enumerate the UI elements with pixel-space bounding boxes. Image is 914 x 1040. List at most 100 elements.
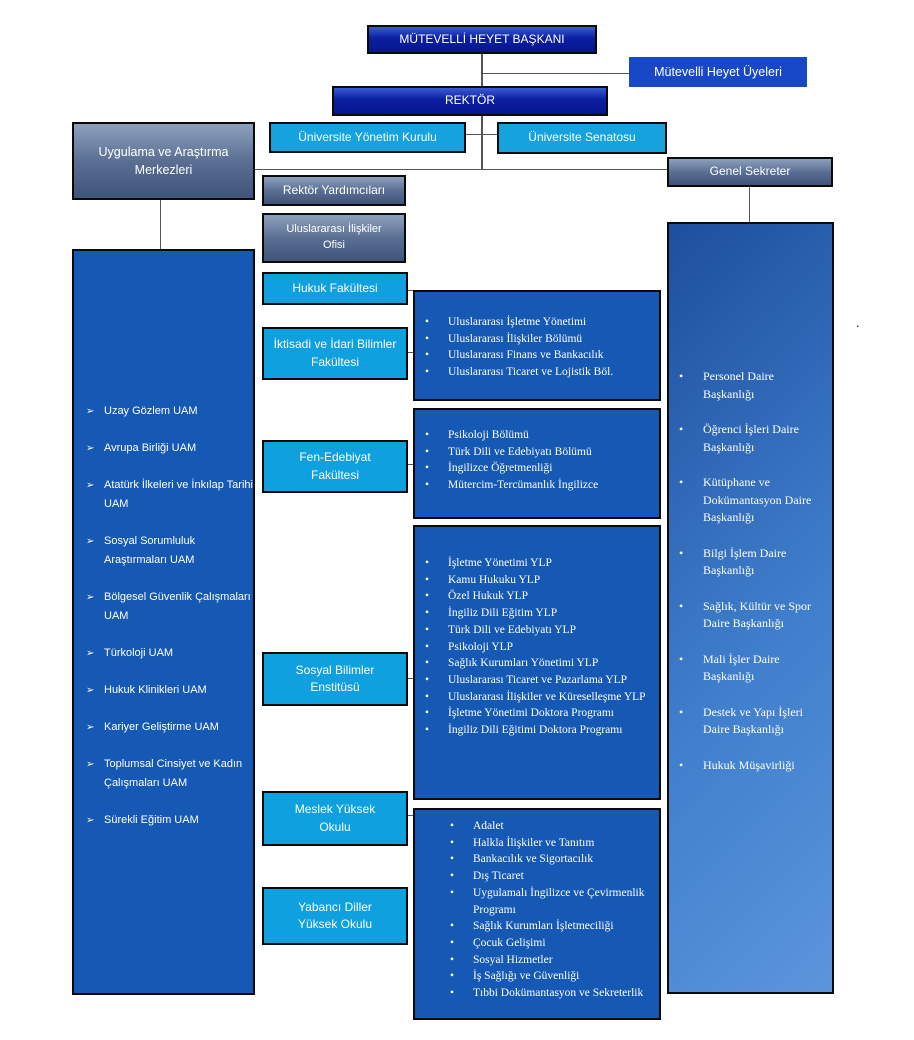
list-item: Halkla İlişkiler ve Tanıtım bbox=[440, 835, 645, 852]
vocational-school-label: Meslek Yüksek Okulu bbox=[294, 802, 376, 834]
list-item: Sosyal Sorumluluk Araştırmaları UAM bbox=[74, 532, 253, 570]
connector-line bbox=[483, 73, 631, 74]
list-item: Bölgesel Güvenlik Çalışmaları UAM bbox=[74, 588, 253, 626]
international-office-box: Uluslararası İlişkiler Ofisi bbox=[262, 213, 406, 263]
list-item: Uygulamalı İngilizce ve Çevirmenlik Prog… bbox=[440, 885, 645, 918]
list-item: Sürekli Eğitim UAM bbox=[74, 811, 253, 830]
law-faculty-box: Hukuk Fakültesi bbox=[262, 272, 408, 305]
list-item: Hukuk Müşavirliği bbox=[669, 757, 820, 775]
arts-departments-box: Psikoloji Bölümü Türk Dili ve Edebiyatı … bbox=[413, 408, 661, 519]
arts-sciences-faculty-box: Fen-Edebiyat Fakültesi bbox=[262, 440, 408, 493]
list-item: İş Sağlığı ve Güvenliği bbox=[440, 968, 645, 985]
economics-departments-box: Uluslararası İşletme Yönetimi Uluslarara… bbox=[413, 290, 661, 401]
connector-line bbox=[407, 815, 416, 816]
secretary-units-list: Personel Daire Başkanlığı Öğrenci İşleri… bbox=[669, 368, 820, 774]
list-item: Dış Ticaret bbox=[440, 868, 645, 885]
list-item: Personel Daire Başkanlığı bbox=[669, 368, 820, 403]
list-item: Öğrenci İşleri Daire Başkanlığı bbox=[669, 421, 820, 456]
list-item: Uluslararası Finans ve Bankacılık bbox=[415, 347, 659, 364]
list-item: Uluslararası İlişkiler ve Küreselleşme Y… bbox=[415, 689, 659, 706]
research-centers-list: Uzay Gözlem UAM Avrupa Birliği UAM Atatü… bbox=[74, 402, 253, 830]
list-item: Mali İşler Daire Başkanlığı bbox=[669, 651, 820, 686]
connector-line bbox=[407, 352, 416, 353]
arts-departments-list: Psikoloji Bölümü Türk Dili ve Edebiyatı … bbox=[415, 427, 659, 494]
list-item: Kamu Hukuku YLP bbox=[415, 572, 659, 589]
trustees-members-box: Mütevelli Heyet Üyeleri bbox=[629, 57, 807, 87]
vocational-programs-box: Adalet Halkla İlişkiler ve Tanıtım Banka… bbox=[413, 808, 661, 1020]
trustees-members-label: Mütevelli Heyet Üyeleri bbox=[654, 64, 782, 79]
research-centers-list-box: Uzay Gözlem UAM Avrupa Birliği UAM Atatü… bbox=[72, 249, 255, 995]
list-item: Uluslararası Ticaret ve Pazarlama YLP bbox=[415, 672, 659, 689]
list-item: Türk Dili ve Edebiyatı YLP bbox=[415, 622, 659, 639]
connector-line bbox=[254, 169, 669, 170]
connector-line bbox=[749, 186, 750, 223]
list-item: Uluslararası İşletme Yönetimi bbox=[415, 314, 659, 331]
list-item: İngiliz Dili Eğitimi Doktora Programı bbox=[415, 722, 659, 739]
chairman-box: MÜTEVELLİ HEYET BAŞKANI bbox=[367, 25, 597, 54]
connector-line bbox=[160, 199, 161, 250]
list-item: Sağlık Kurumları İşletmeciliği bbox=[440, 918, 645, 935]
list-item: Kariyer Geliştirme UAM bbox=[74, 718, 253, 737]
list-item: Türk Dili ve Edebiyatı Bölümü bbox=[415, 444, 659, 461]
list-item: Uzay Gözlem UAM bbox=[74, 402, 253, 421]
chairman-label: MÜTEVELLİ HEYET BAŞKANI bbox=[399, 31, 565, 46]
social-programs-box: İşletme Yönetimi YLP Kamu Hukuku YLP Öze… bbox=[413, 525, 661, 800]
list-item: Psikoloji YLP bbox=[415, 639, 659, 656]
economics-faculty-box: İktisadi ve İdari Bilimler Fakültesi bbox=[262, 327, 408, 380]
vocational-programs-list: Adalet Halkla İlişkiler ve Tanıtım Banka… bbox=[415, 818, 645, 1002]
list-item: Atatürk İlkeleri ve İnkılap Tarihi UAM bbox=[74, 476, 253, 514]
arts-sciences-faculty-label: Fen-Edebiyat Fakültesi bbox=[299, 450, 371, 482]
list-item: Uluslararası İlişkiler Bölümü bbox=[415, 331, 659, 348]
social-sciences-institute-box: Sosyal Bilimler Enstitüsü bbox=[262, 652, 408, 706]
list-item: Bankacılık ve Sigortacılık bbox=[440, 851, 645, 868]
list-item: Avrupa Birliği UAM bbox=[74, 439, 253, 458]
general-secretary-box: Genel Sekreter bbox=[667, 157, 833, 187]
rector-label: REKTÖR bbox=[444, 93, 495, 108]
list-item: Toplumsal Cinsiyet ve Kadın Çalışmaları … bbox=[74, 755, 253, 793]
university-board-box: Üniversite Yönetim Kurulu bbox=[269, 122, 466, 153]
secretary-units-box: Personel Daire Başkanlığı Öğrenci İşleri… bbox=[667, 222, 834, 994]
law-faculty-label: Hukuk Fakültesi bbox=[292, 280, 378, 295]
connector-line bbox=[407, 678, 416, 679]
university-senate-box: Üniversite Senatosu bbox=[497, 122, 667, 154]
list-item: Sağlık, Kültür ve Spor Daire Başkanlığı bbox=[669, 598, 820, 633]
research-centers-header-label: Uygulama ve Araştırma Merkezleri bbox=[98, 144, 229, 177]
research-centers-header-box: Uygulama ve Araştırma Merkezleri bbox=[72, 122, 255, 200]
connector-line bbox=[407, 464, 416, 465]
list-item: Destek ve Yapı İşleri Daire Başkanlığı bbox=[669, 704, 820, 739]
list-item: Kütüphane ve Dokümantasyon Daire Başkanl… bbox=[669, 474, 820, 527]
list-item: Mütercim-Tercümanlık İngilizce bbox=[415, 477, 659, 494]
international-office-label: Uluslararası İlişkiler Ofisi bbox=[286, 223, 382, 251]
foreign-languages-school-box: Yabancı Diller Yüksek Okulu bbox=[262, 887, 408, 945]
list-item: Uluslararası Ticaret ve Lojistik Böl. bbox=[415, 364, 659, 381]
foreign-languages-school-label: Yabancı Diller Yüksek Okulu bbox=[297, 899, 373, 931]
list-item: Çocuk Gelişimi bbox=[440, 935, 645, 952]
university-board-label: Üniversite Yönetim Kurulu bbox=[298, 129, 437, 144]
vice-rectors-box: Rektör Yardımcıları bbox=[262, 175, 406, 206]
list-item: Bilgi İşlem Daire Başkanlığı bbox=[669, 545, 820, 580]
list-item: İngiliz Dili Eğitim YLP bbox=[415, 605, 659, 622]
list-item: Adalet bbox=[440, 818, 645, 835]
list-item: Özel Hukuk YLP bbox=[415, 588, 659, 605]
list-item: Türkoloji UAM bbox=[74, 644, 253, 663]
list-item: Sosyal Hizmetler bbox=[440, 952, 645, 969]
vice-rectors-label: Rektör Yardımcıları bbox=[282, 182, 386, 197]
economics-departments-list: Uluslararası İşletme Yönetimi Uluslarara… bbox=[415, 314, 659, 381]
list-item: Tıbbi Dokümantasyon ve Sekreterlik bbox=[440, 985, 645, 1002]
list-item: Sağlık Kurumları Yönetimi YLP bbox=[415, 655, 659, 672]
connector-line bbox=[407, 290, 416, 291]
list-item: Psikoloji Bölümü bbox=[415, 427, 659, 444]
list-item: İngilizce Öğretmenliği bbox=[415, 460, 659, 477]
general-secretary-label: Genel Sekreter bbox=[709, 164, 791, 179]
social-programs-list: İşletme Yönetimi YLP Kamu Hukuku YLP Öze… bbox=[415, 555, 659, 739]
university-senate-label: Üniversite Senatosu bbox=[528, 130, 636, 145]
connector-line bbox=[465, 134, 499, 135]
list-item: Hukuk Klinikleri UAM bbox=[74, 681, 253, 700]
stray-dot: . bbox=[856, 316, 860, 330]
rector-box: REKTÖR bbox=[332, 86, 608, 116]
economics-faculty-label: İktisadi ve İdari Bilimler Fakültesi bbox=[273, 337, 397, 369]
social-sciences-institute-label: Sosyal Bilimler Enstitüsü bbox=[295, 662, 375, 694]
list-item: İşletme Yönetimi Doktora Programı bbox=[415, 705, 659, 722]
vocational-school-box: Meslek Yüksek Okulu bbox=[262, 791, 408, 846]
list-item: İşletme Yönetimi YLP bbox=[415, 555, 659, 572]
